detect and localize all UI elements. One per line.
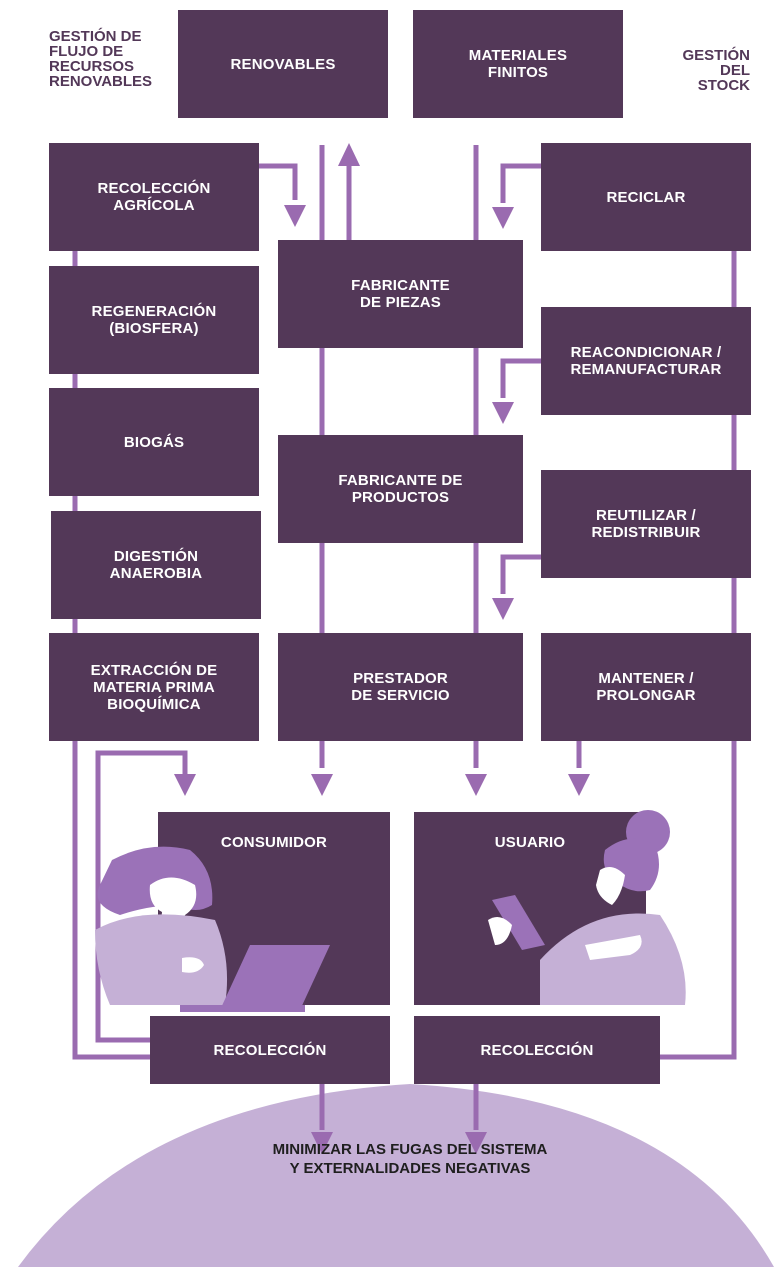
reciclar-box: RECICLAR (541, 143, 751, 251)
regeneracion-box: REGENERACIÓN (BIOSFERA) (49, 266, 259, 374)
prestador-servicio-box: PRESTADOR DE SERVICIO (278, 633, 523, 741)
consumidor-label: CONSUMIDOR (220, 834, 328, 851)
arrow-down-icon (492, 598, 514, 620)
arrow-up-icon (338, 143, 360, 166)
laptop-base (180, 1005, 305, 1012)
phone-icon (492, 895, 545, 950)
reacondicionar-box: REACONDICIONAR / REMANUFACTURAR (541, 307, 751, 415)
bottom-dome (18, 1084, 774, 1267)
arrow-down-icon (492, 402, 514, 424)
laptop-icon (220, 945, 330, 1010)
digestion-anaerobia-box: DIGESTIÓN ANAEROBIA (51, 511, 261, 619)
mantener-box: MANTENER / PROLONGAR (541, 633, 751, 741)
extraccion-materia-prima-box: EXTRACCIÓN DE MATERIA PRIMA BIOQUÍMICA (49, 633, 259, 741)
biogas-box: BIOGÁS (49, 388, 259, 496)
arrow-down-icon (311, 774, 333, 796)
recoleccion-left-box: RECOLECCIÓN (150, 1016, 390, 1084)
arrow-down-icon (174, 774, 196, 796)
right-heading: GESTIÓN DEL STOCK (682, 47, 750, 94)
recoleccion-agricola-box: RECOLECCIÓN AGRÍCOLA (49, 143, 259, 251)
reutilizar-box: REUTILIZAR / REDISTRIBUIR (541, 470, 751, 578)
minimize-leakage-text: MINIMIZAR LAS FUGAS DEL SISTEMA Y EXTERN… (272, 1141, 548, 1177)
arrow-down-icon (492, 207, 514, 229)
consumer-illustration (95, 846, 330, 1012)
fabricante-piezas-box: FABRICANTE DE PIEZAS (278, 240, 523, 348)
fabricante-productos-box: FABRICANTE DE PRODUCTOS (278, 435, 523, 543)
arrow-down-icon (311, 1132, 333, 1154)
arrow-down-icon (465, 774, 487, 796)
materiales-finitos-box: MATERIALES FINITOS (413, 10, 623, 118)
arrow-down-icon (465, 1132, 487, 1154)
user-illustration (488, 810, 686, 1005)
left-heading: GESTIÓN DE FLUJO DE RECURSOS RENOVABLES (49, 28, 153, 90)
arrowheads (174, 143, 590, 1154)
arrow-down-icon (568, 774, 590, 796)
recoleccion-right-box: RECOLECCIÓN (414, 1016, 660, 1084)
usuario-label: USUARIO (494, 834, 566, 851)
arrow-down-icon (284, 205, 306, 227)
renovables-box: RENOVABLES (178, 10, 388, 118)
